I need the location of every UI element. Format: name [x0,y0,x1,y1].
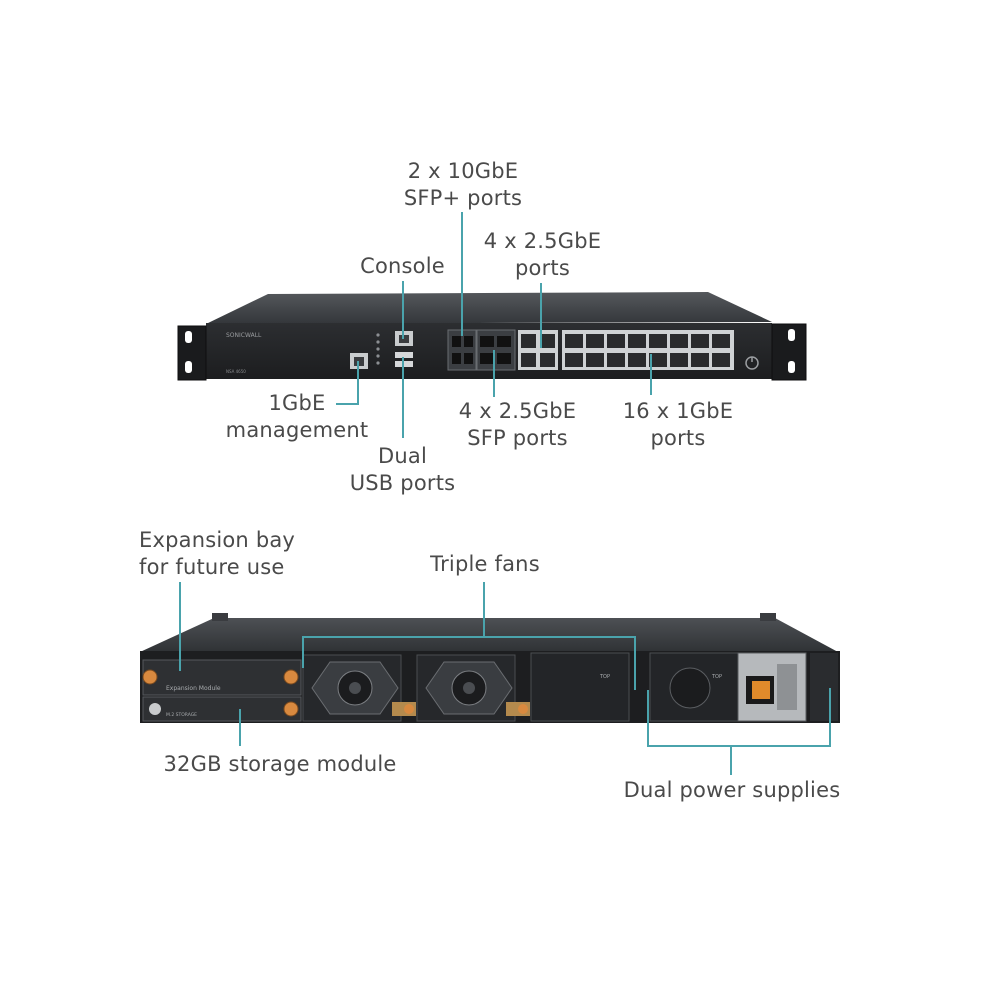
label-storage: 32GB storage module [163,752,397,776]
fan-top-label: TOP [599,674,610,680]
callout-line-fans-bracket [302,636,636,690]
fan-3: TOP [530,652,630,722]
storage-module-text: M.2 STORAGE [166,712,197,718]
rack-ear-right [771,323,807,381]
label-console: Console [360,254,445,278]
label-ports-1g: 16 x 1GbE ports [622,399,734,450]
sfp-25g-cages [476,329,516,371]
model-label: NSA 4650 [226,369,246,374]
label-sfp-plus: 2 x 10GbE SFP+ ports [403,159,523,210]
psu1-top-label: TOP [711,674,722,680]
status-leds [376,333,380,365]
power-button-icon [745,356,759,370]
label-ports-25: 4 x 2.5GbE ports [483,229,602,280]
rack-ear-left [177,325,207,381]
expansion-module: Expansion Module [142,659,302,696]
label-management: 1GbE management [225,391,369,442]
label-sfp-25: 4 x 2.5GbE SFP ports [458,399,577,450]
back-unit: Expansion Module M.2 STORAGE [140,613,840,723]
callout-line-psu-bracket [647,688,831,747]
callout-line-mgmt [336,361,359,405]
front-unit: SONICWALL NSA 4650 [177,292,807,381]
callout-lines [179,212,831,775]
label-power-supplies: Dual power supplies [623,778,841,802]
label-usb: Dual USB ports [349,444,456,495]
sfp-plus-cages [447,329,477,371]
fan-2 [416,654,530,722]
power-supply-2 [737,652,838,722]
expansion-module-text: Expansion Module [166,685,221,692]
label-expansion-bay: Expansion bay for future use [139,528,296,579]
rj45-1g-ports [562,330,734,370]
power-supply-1: TOP [649,652,739,722]
rj45-25g-ports [518,330,558,370]
brand-logo: SONICWALL [226,332,262,339]
storage-module: M.2 STORAGE [142,696,302,722]
fan-1 [302,654,416,722]
label-triple-fans: Triple fans [430,552,540,576]
